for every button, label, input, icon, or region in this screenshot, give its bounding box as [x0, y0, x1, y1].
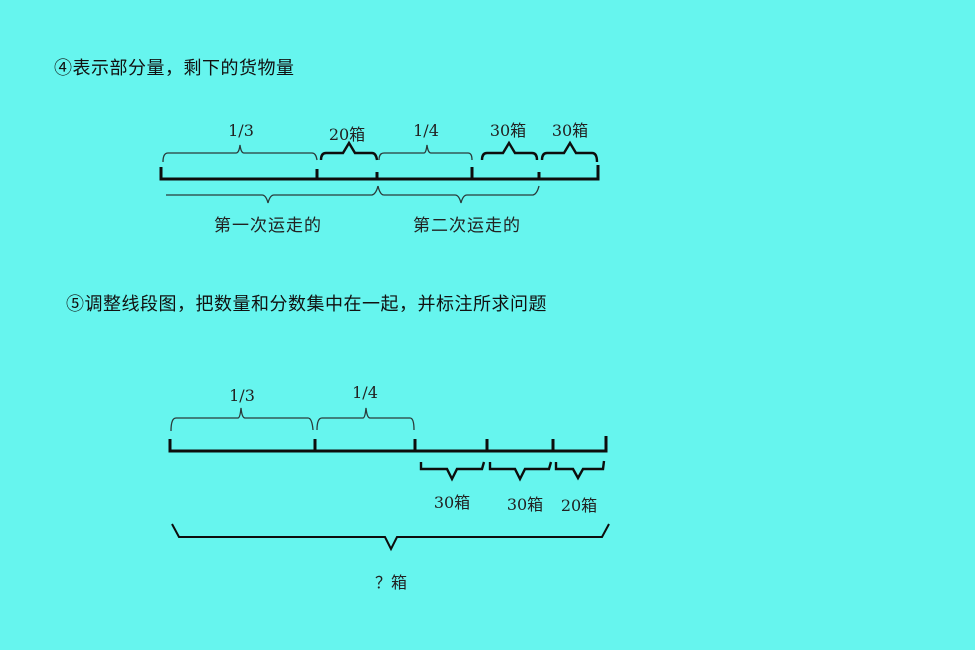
brace-20-boxes: [319, 140, 379, 161]
step4-bottom-braces: [166, 185, 540, 204]
brace-total: [171, 523, 610, 552]
step5-bottom-braces: [419, 460, 606, 482]
step5-segment-line: [168, 436, 608, 453]
label-one-fourth: 1/4: [352, 383, 378, 402]
brace-one-third: [162, 144, 318, 163]
brace-second-shipment: [377, 185, 540, 204]
brace-one-third: [170, 407, 314, 432]
brace-30-boxes-a: [419, 461, 486, 482]
label-total-unknown: ？箱: [374, 573, 408, 592]
step5-top-braces: [170, 407, 415, 432]
step4-segment-line: [159, 165, 600, 181]
brace-one-fourth: [378, 144, 473, 161]
label-30-boxes-a: 30箱: [433, 493, 471, 512]
label-30-boxes-b: 30箱: [506, 495, 544, 514]
label-30-boxes-b: 30箱: [551, 121, 589, 140]
brace-20-boxes: [554, 460, 606, 481]
brace-one-fourth: [316, 407, 415, 431]
step4-heading: ④表示部分量，剩下的货物量: [54, 58, 295, 79]
step5-heading: ⑤调整线段图，把数量和分数集中在一起，并标注所求问题: [66, 294, 547, 315]
label-one-fourth: 1/4: [413, 121, 439, 140]
label-20-boxes: 20箱: [560, 496, 598, 515]
label-second-shipment: 第二次运走的: [413, 216, 521, 236]
label-30-boxes-a: 30箱: [489, 121, 527, 140]
label-one-third: 1/3: [229, 386, 255, 405]
step4-top-braces: [162, 140, 599, 163]
brace-30-boxes-b: [540, 140, 599, 163]
label-first-shipment: 第一次运走的: [214, 216, 322, 236]
brace-first-shipment: [166, 185, 379, 204]
label-20-boxes: 20箱: [328, 125, 366, 144]
brace-30-boxes-b: [488, 461, 553, 482]
label-one-third: 1/3: [228, 121, 254, 140]
brace-30-boxes-a: [480, 140, 539, 161]
